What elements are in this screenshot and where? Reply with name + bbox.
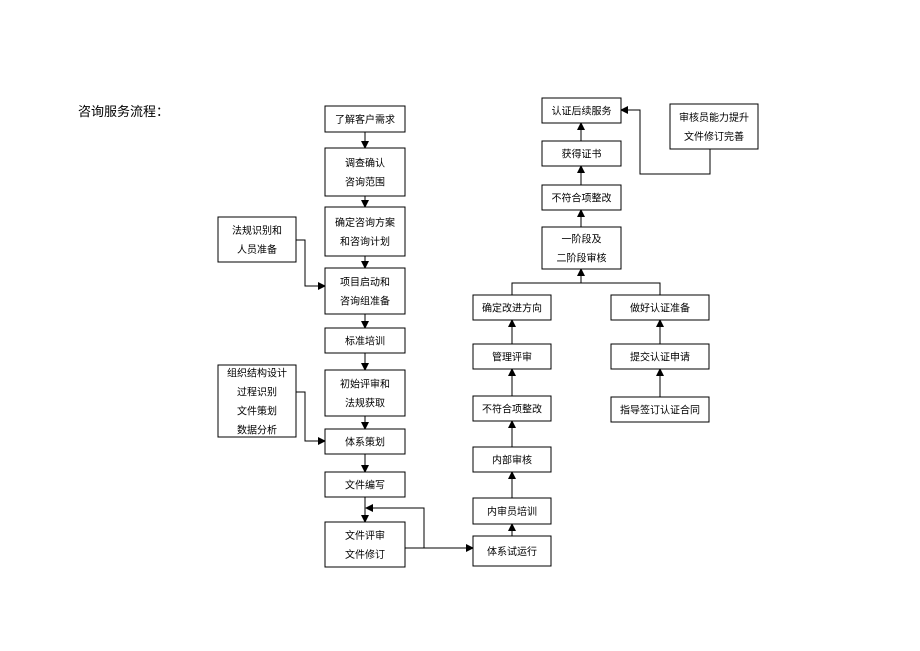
box-understand-needs: 了解客户需求	[324, 105, 406, 133]
box-label: 确定咨询方案	[335, 216, 395, 229]
box-frame	[324, 471, 406, 498]
box-frame	[324, 105, 406, 133]
box-label: 体系试运行	[487, 545, 537, 558]
box-frame	[472, 446, 552, 473]
box-trial-run: 体系试运行	[472, 535, 552, 567]
box-frame	[541, 184, 622, 211]
box-label: 不符合项整改	[482, 403, 542, 416]
box-label: 咨询组准备	[340, 295, 390, 308]
box-frame	[324, 147, 406, 197]
box-label: 项目启动和	[340, 276, 390, 289]
box-frame	[610, 343, 710, 370]
box-frame	[472, 294, 552, 321]
box-label: 二阶段审核	[557, 252, 607, 265]
box-label: 提交认证申请	[630, 351, 690, 364]
arrow-legal-to-start	[296, 239, 326, 290]
box-frame	[324, 428, 406, 455]
box-label: 文件策划	[237, 405, 277, 418]
page-title: 咨询服务流程：	[78, 105, 170, 120]
box-label: 法规获取	[345, 397, 385, 410]
box-label: 文件编写	[345, 479, 385, 492]
box-nonconformity-fix-2: 不符合项整改	[541, 184, 622, 211]
box-follow-up-service: 认证后续服务	[541, 97, 622, 124]
box-improvement-direction: 确定改进方向	[472, 294, 552, 321]
box-label: 了解客户需求	[335, 113, 395, 126]
box-frame	[472, 395, 552, 422]
box-nonconformity-fix-1: 不符合项整改	[472, 395, 552, 422]
box-label: 咨询范围	[345, 176, 385, 189]
box-label: 过程识别	[237, 386, 277, 399]
box-frame	[217, 216, 297, 263]
box-cert-prep: 做好认证准备	[610, 294, 710, 321]
box-management-review: 管理评审	[472, 343, 552, 370]
box-label: 初始评审和	[340, 378, 390, 391]
connectors	[296, 106, 711, 552]
box-internal-auditor-training: 内审员培训	[472, 497, 552, 525]
box-label: 文件修订	[345, 548, 385, 561]
box-frame	[610, 294, 710, 321]
box-internal-audit: 内部审核	[472, 446, 552, 473]
box-frame	[541, 226, 622, 270]
box-get-certificate: 获得证书	[541, 140, 622, 167]
box-label: 标准培训	[345, 335, 385, 348]
box-frame	[324, 206, 406, 257]
box-label: 获得证书	[562, 149, 602, 161]
box-frame	[541, 140, 622, 167]
box-label: 指导签订认证合同	[620, 404, 700, 417]
box-frame	[472, 497, 552, 525]
box-label: 文件评审	[345, 529, 385, 542]
box-frame	[324, 267, 406, 315]
arrow-org-to-planning	[296, 391, 326, 445]
box-sign-contract: 指导签订认证合同	[610, 396, 710, 423]
box-label: 不符合项整改	[552, 192, 612, 205]
box-frame	[324, 521, 406, 568]
box-label: 人员准备	[237, 243, 277, 256]
box-label: 和咨询计划	[340, 235, 390, 248]
box-frame	[324, 369, 406, 417]
box-label: 一阶段及	[562, 233, 602, 246]
box-frame	[669, 103, 759, 150]
box-label: 做好认证准备	[630, 302, 690, 315]
box-frame	[217, 364, 297, 438]
box-label: 体系策划	[345, 436, 385, 449]
box-label: 内审员培训	[487, 505, 537, 518]
arrow-auditor-to-followup	[620, 106, 711, 175]
box-frame	[472, 535, 552, 567]
box-label: 审核员能力提升	[679, 111, 749, 124]
box-label: 内部审核	[492, 454, 532, 467]
box-label: 调查确认	[345, 157, 385, 170]
box-label: 组织结构设计	[227, 367, 287, 380]
box-label: 数据分析	[237, 424, 277, 437]
box-label: 确定改进方向	[482, 302, 542, 315]
box-doc-writing: 文件编写	[324, 471, 406, 498]
box-frame	[324, 327, 406, 354]
box-label: 文件修订完善	[684, 130, 744, 143]
box-frame	[541, 97, 622, 124]
box-label: 法规识别和	[232, 224, 282, 237]
box-label: 管理评审	[492, 351, 532, 364]
arrow-direction-merge	[511, 282, 661, 295]
box-submit-application: 提交认证申请	[610, 343, 710, 370]
box-label: 认证后续服务	[552, 105, 612, 118]
box-frame	[610, 396, 710, 423]
box-system-planning: 体系策划	[324, 428, 406, 455]
box-frame	[472, 343, 552, 370]
box-standard-training: 标准培训	[324, 327, 406, 354]
